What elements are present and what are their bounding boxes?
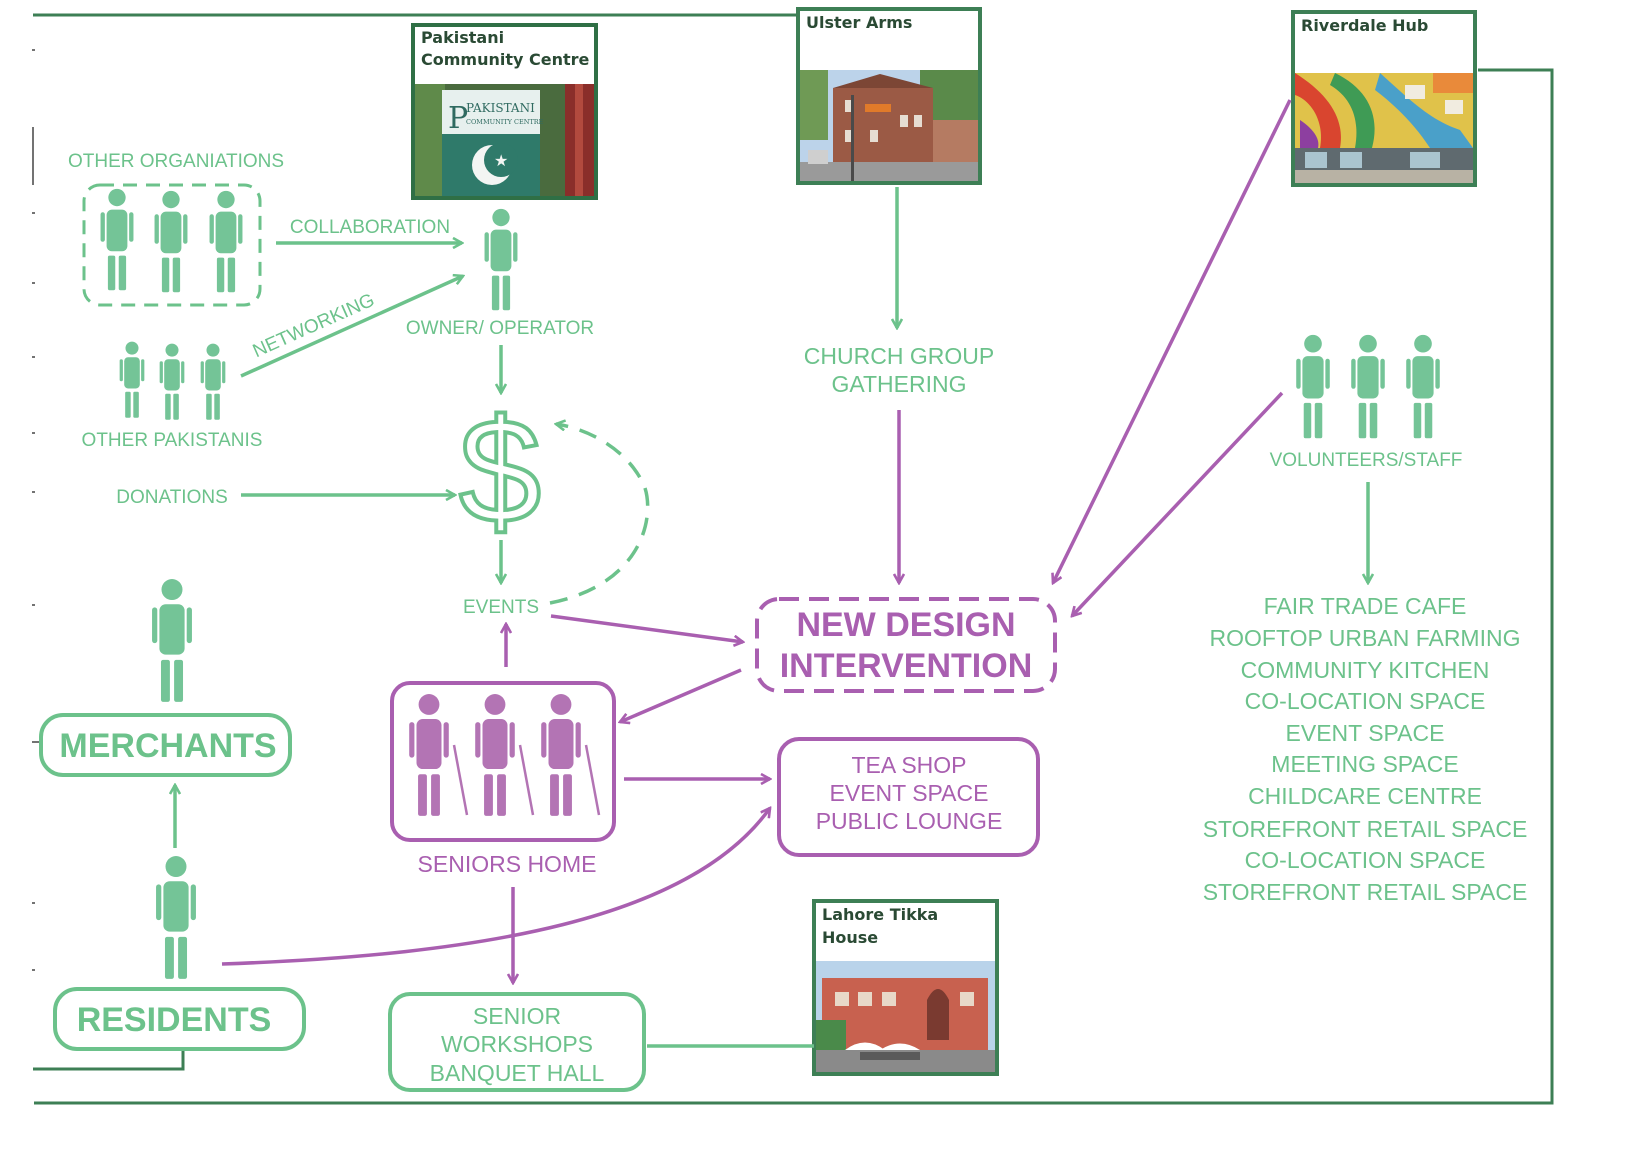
residents-box: RESIDENTS — [53, 987, 306, 1051]
new-design-line1: NEW DESIGN — [796, 606, 1015, 644]
riverdale-title: Riverdale Hub — [1301, 16, 1428, 35]
seniors-home-group — [390, 681, 616, 842]
pakistani-sign-text: PAKISTANI — [466, 101, 535, 115]
person-icon — [200, 343, 226, 420]
amenities-list: FAIR TRADE CAFE ROOFTOP URBAN FARMING CO… — [1203, 593, 1528, 905]
collaboration-label: COLLABORATION — [290, 217, 450, 238]
svg-text:P: P — [448, 101, 468, 136]
senior-person-icon — [475, 694, 535, 816]
owner-operator-icon — [484, 208, 518, 311]
dollar-icon: $ — [459, 389, 541, 554]
amenity-item: CO-LOCATION SPACE — [1245, 847, 1486, 873]
owner-operator-label: OWNER/ OPERATOR — [406, 318, 594, 339]
person-icon — [1296, 334, 1330, 439]
new-design-intervention: NEW DESIGN INTERVENTION — [755, 597, 1057, 693]
amenity-item: MEETING SPACE — [1271, 751, 1458, 777]
resident-icon — [156, 856, 196, 979]
amenity-item: STOREFRONT RETAIL SPACE — [1203, 879, 1528, 905]
other-pakistanis-label: OTHER PAKISTANIS — [82, 430, 263, 451]
riverdale-hub-photo — [1295, 73, 1473, 183]
green-labels: OTHER ORGANIATIONS COLLABORATION NETWORK… — [68, 151, 1462, 618]
senior-person-icon — [409, 694, 469, 816]
merchant-icon — [152, 579, 192, 702]
purple-connectors — [221, 99, 1292, 983]
church-group-line2: GATHERING — [831, 371, 966, 397]
riverdale-to-design-arrow — [1053, 99, 1292, 583]
other-pakistanis-group — [119, 341, 226, 420]
senior-box-line: WORKSHOPS — [441, 1031, 593, 1057]
tea-shop-line: PUBLIC LOUNGE — [816, 808, 1003, 834]
new-design-line2: INTERVENTION — [780, 647, 1033, 685]
events-label: EVENTS — [463, 597, 539, 618]
person-icon — [159, 343, 185, 420]
amenity-item: COMMUNITY KITCHEN — [1241, 657, 1490, 683]
pakistani-centre-card: Pakistani Community Centre P PAKISTANI C… — [411, 23, 598, 200]
lahore-tikka-photo — [816, 961, 995, 1072]
networking-label: NETWORKING — [250, 290, 378, 362]
volunteers-to-design-arrow — [1072, 391, 1284, 616]
residents-label: RESIDENTS — [77, 1001, 272, 1039]
senior-box-line: SENIOR — [473, 1003, 561, 1029]
lahore-tikka-card: Lahore Tikka House — [812, 899, 999, 1076]
star-icon: ★ — [494, 153, 508, 170]
tea-shop-line: EVENT SPACE — [830, 780, 989, 806]
lahore-title-line1: Lahore Tikka — [822, 905, 938, 924]
riverdale-hub-card: Riverdale Hub — [1291, 10, 1477, 187]
person-icon — [209, 190, 243, 293]
other-organisations-label: OTHER ORGANIATIONS — [68, 151, 284, 172]
donations-label: DONATIONS — [116, 487, 228, 508]
senior-box-line: BANQUET HALL — [430, 1060, 605, 1086]
amenity-item: EVENT SPACE — [1286, 720, 1445, 746]
merchants-label: MERCHANTS — [59, 727, 276, 765]
amenity-item: STOREFRONT RETAIL SPACE — [1203, 816, 1528, 842]
events-loop-arrow — [549, 424, 650, 605]
church-group-line1: CHURCH GROUP — [804, 343, 994, 369]
senior-person-icon — [541, 694, 601, 816]
person-icon — [1406, 334, 1440, 439]
tea-shop-box: TEA SHOP EVENT SPACE PUBLIC LOUNGE — [777, 737, 1040, 857]
merchants-box: MERCHANTS — [39, 713, 292, 777]
networking-arrow — [240, 276, 463, 378]
amenity-item: FAIR TRADE CAFE — [1264, 593, 1467, 619]
amenity-item: ROOFTOP URBAN FARMING — [1210, 625, 1521, 651]
lahore-title-line2: House — [822, 928, 878, 947]
green-connectors — [175, 187, 1368, 1048]
pakistani-sign-subtext: COMMUNITY CENTRE — [466, 118, 544, 126]
ulster-arms-photo — [800, 70, 978, 181]
other-organisations-group — [82, 183, 262, 307]
pakistani-centre-photo: P PAKISTANI COMMUNITY CENTRE ★ — [415, 84, 594, 196]
senior-workshops-box: SENIOR WORKSHOPS BANQUET HALL — [388, 992, 646, 1092]
person-icon — [154, 190, 188, 293]
tea-shop-line: TEA SHOP — [851, 752, 966, 778]
amenity-item: CO-LOCATION SPACE — [1245, 688, 1486, 714]
ulster-title: Ulster Arms — [806, 13, 912, 32]
left-margin-ticks — [32, 49, 42, 971]
pakistani-title-line1: Pakistani — [421, 28, 504, 47]
person-icon — [1351, 334, 1385, 439]
seniors-home-label: SENIORS HOME — [418, 851, 597, 877]
amenity-item: CHILDCARE CENTRE — [1248, 783, 1482, 809]
ulster-arms-card: Ulster Arms — [796, 7, 982, 185]
design-to-seniors-arrow — [620, 668, 742, 722]
residents-to-teashop-arrow — [221, 808, 770, 966]
person-icon — [100, 188, 134, 291]
volunteers-group — [1296, 334, 1440, 439]
pakistani-title-line2: Community Centre — [421, 50, 590, 69]
volunteers-label: VOLUNTEERS/STAFF — [1270, 450, 1463, 471]
events-to-design-arrow — [550, 614, 743, 642]
person-icon — [119, 341, 145, 418]
